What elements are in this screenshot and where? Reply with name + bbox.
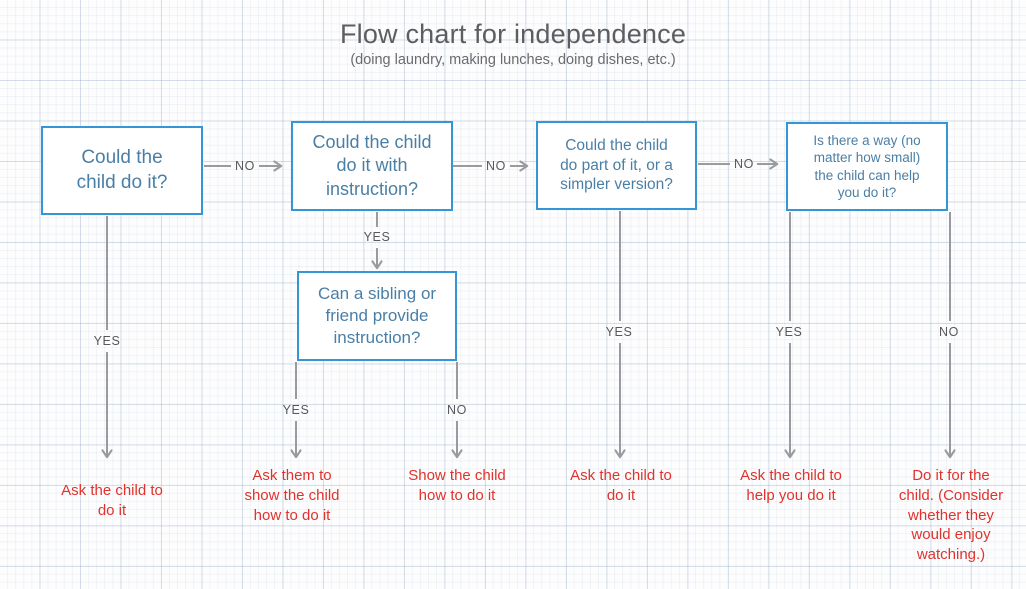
outcome-ask-the-child-to-help-you: Ask the child to help you do it [740, 467, 842, 504]
edge-label-q5-no: NO [447, 403, 467, 417]
outcome-do-it-for-the-child: Do it for the child. (Consider whether t… [898, 467, 1004, 564]
decision-node-can-a-sibling-or-friend-provide-instruction[interactable]: Can a sibling or friend provide instruct… [297, 271, 457, 361]
outcome-show-the-child-how-to-do-it: Show the child how to do it [408, 467, 506, 504]
edge-label-q1-yes: YES [93, 334, 121, 348]
decision-node-could-the-child-do-it-with-instruction[interactable]: Could the child do it with instruction? [291, 121, 453, 211]
edge-label-q2-to-q3-no: NO [486, 159, 506, 173]
decision-node-label: Could the child do part of it, or a simp… [560, 136, 673, 194]
page-subtitle: (doing laundry, making lunches, doing di… [350, 52, 676, 68]
decision-node-could-the-child-do-part-of-it[interactable]: Could the child do part of it, or a simp… [536, 121, 697, 210]
edge-label-q3-yes: YES [605, 325, 633, 339]
edge-label-q3-to-q4-no: NO [734, 157, 754, 171]
outcome-ask-the-child-to-do-it-2: Ask the child to do it [570, 467, 672, 504]
edge-label-q2-yes: YES [363, 230, 391, 244]
edge-label-q4-no: NO [939, 325, 959, 339]
outcome-ask-the-child-to-do-it: Ask the child to do it [61, 482, 163, 519]
decision-node-label: Could the child do it with instruction? [312, 132, 432, 199]
decision-node-label: Is there a way (no matter how small) the… [813, 132, 921, 200]
edge-label-q1-to-q2-no: NO [235, 159, 255, 173]
decision-node-label: Can a sibling or friend provide instruct… [317, 284, 437, 347]
decision-node-is-there-a-way-the-child-can-help[interactable]: Is there a way (no matter how small) the… [786, 122, 948, 211]
page-title: Flow chart for independence [339, 19, 687, 49]
edge-label-q4-yes: YES [775, 325, 803, 339]
decision-node-label: Could the child do it? [76, 147, 168, 193]
decision-node-could-the-child-do-it[interactable]: Could the child do it? [41, 126, 203, 215]
outcome-ask-them-to-show-the-child: Ask them to show the child how to do it [244, 467, 340, 524]
edge-label-q5-yes: YES [282, 403, 310, 417]
